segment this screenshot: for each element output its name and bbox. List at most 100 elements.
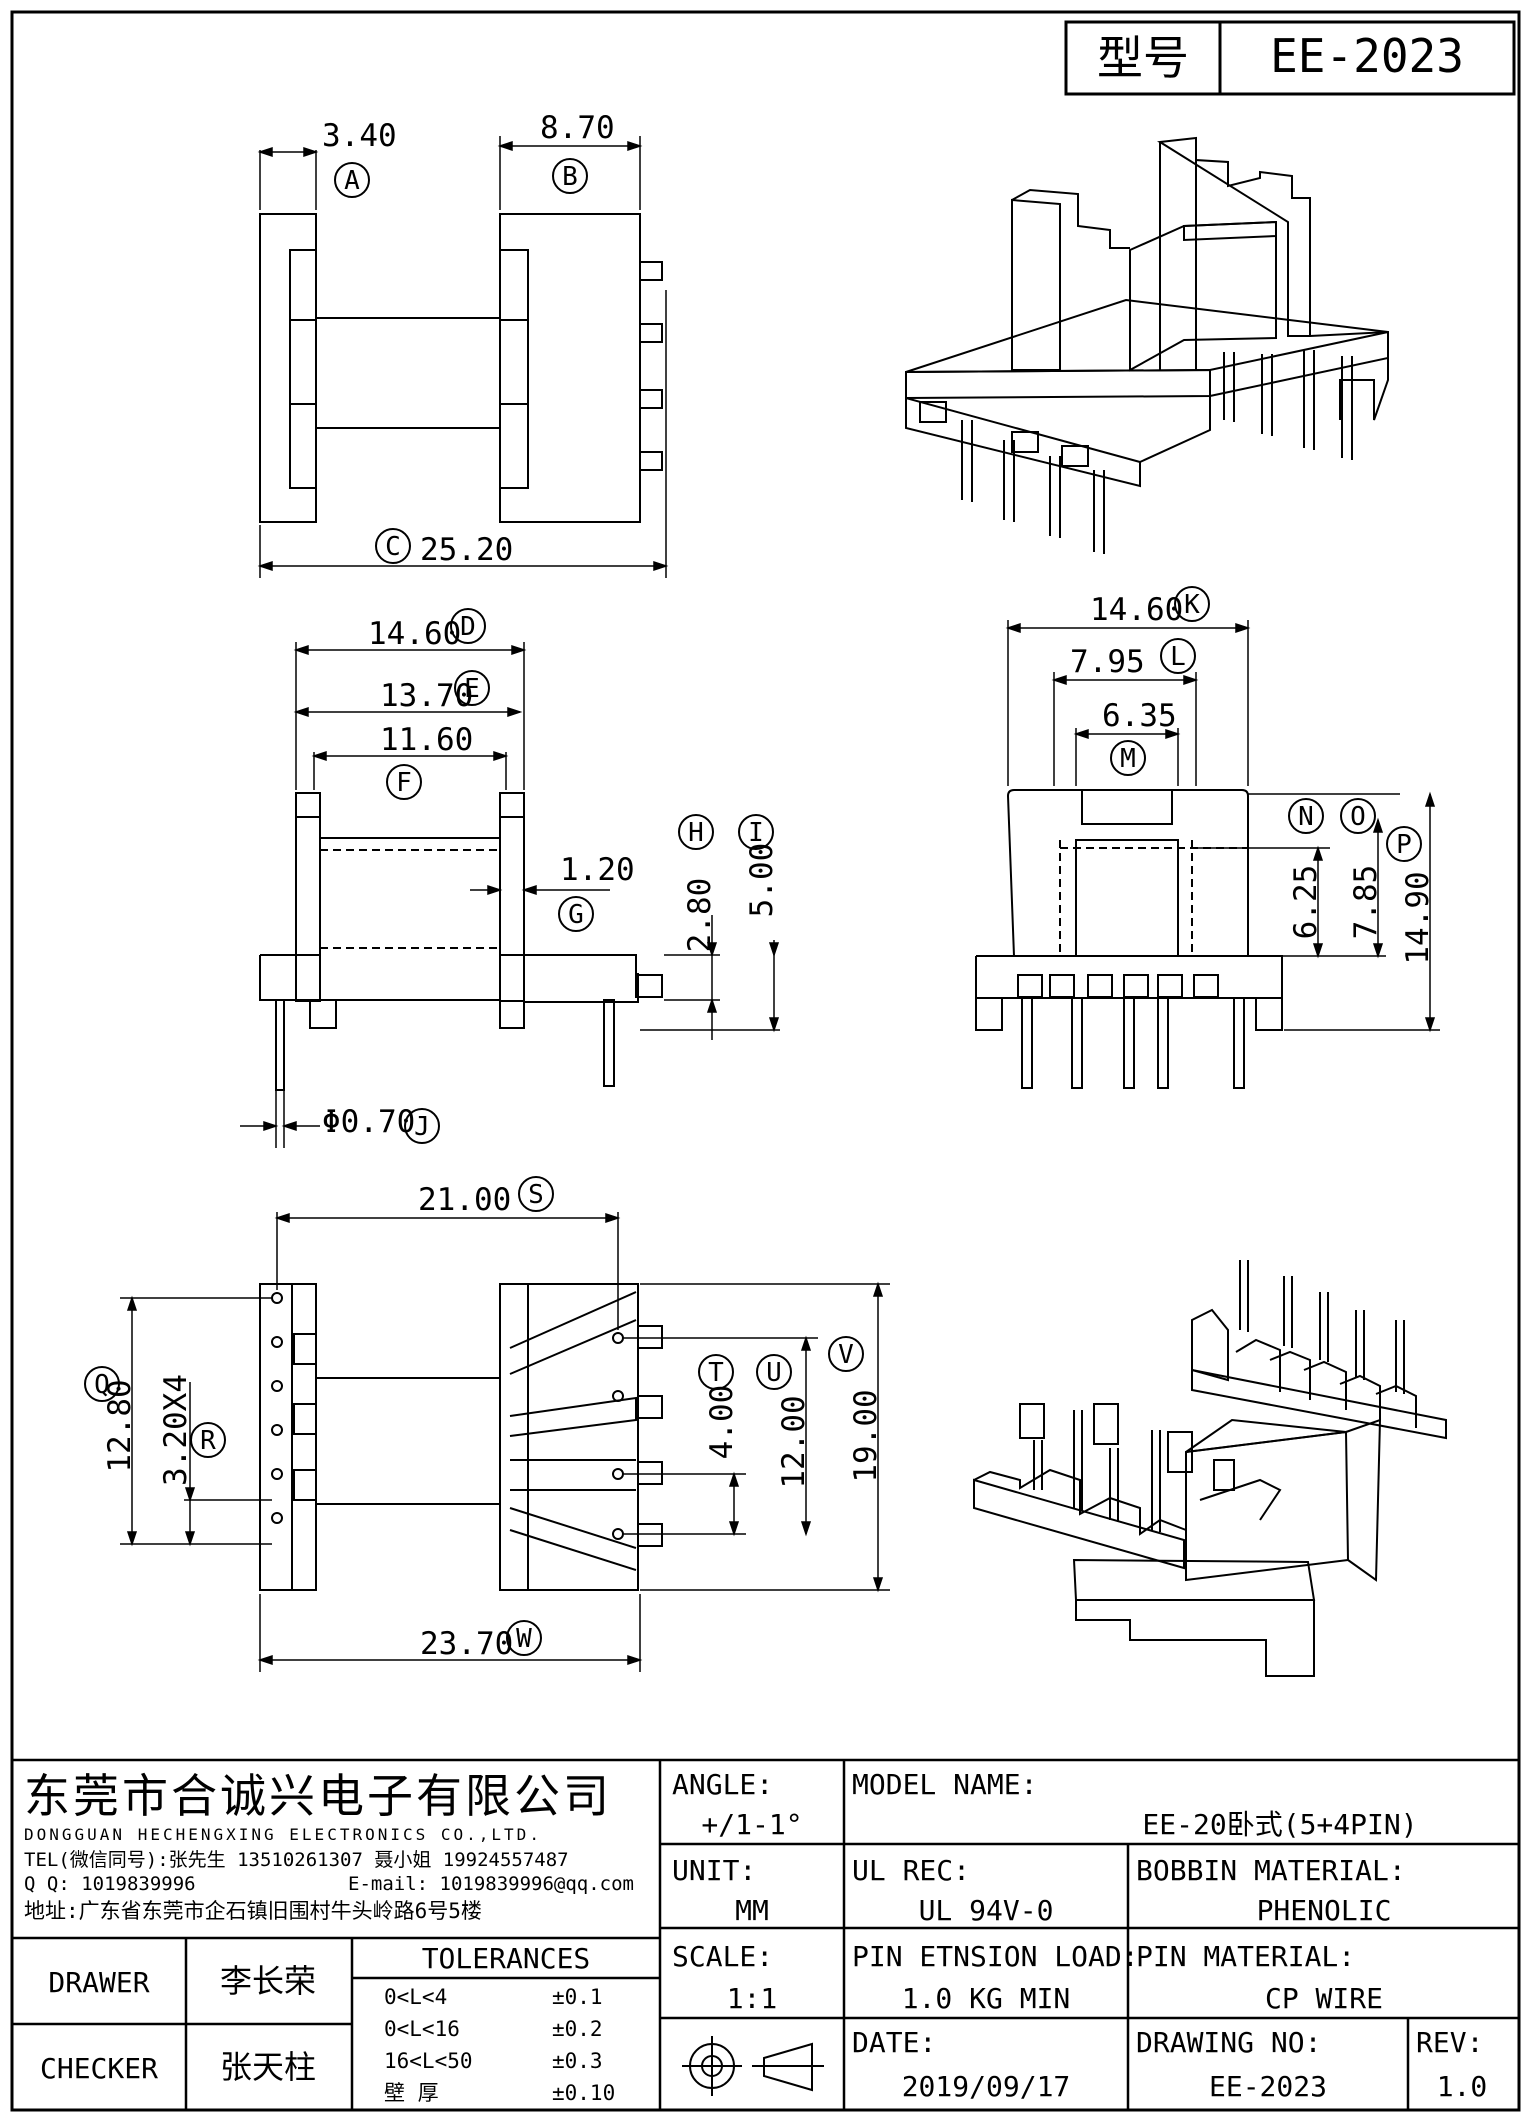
dim-L: 7.95: [1051, 644, 1199, 786]
dim-G: 1.20: [470, 852, 635, 896]
ul-label: UL REC:: [852, 1854, 970, 1887]
angle-value: +/1-1°: [701, 1808, 802, 1841]
marker-M-label: M: [1120, 744, 1136, 774]
company-name-cn: 东莞市合诚兴电子有限公司: [24, 1769, 612, 1823]
title-block: [12, 1758, 1519, 2110]
marker-W-label: W: [516, 1624, 532, 1654]
marker-O: O: [1340, 798, 1376, 834]
marker-I-label: I: [748, 818, 764, 848]
dim-H: 2.80: [664, 878, 720, 1040]
marker-O-label: O: [1350, 802, 1366, 832]
dim-V-value: 19.00: [848, 1389, 884, 1482]
marker-B-label: B: [562, 162, 578, 192]
dim-A: 3.40: [257, 118, 397, 210]
marker-N-label: N: [1298, 802, 1314, 832]
dim-B-value: 8.70: [540, 110, 615, 146]
dim-K-value: 14.60: [1090, 592, 1183, 628]
scale-label: SCALE:: [672, 1940, 773, 1973]
top-view: [259, 213, 663, 523]
marker-S-label: S: [528, 1180, 544, 1210]
marker-E: E: [454, 670, 490, 706]
marker-A-label: A: [344, 166, 360, 196]
angle-label: ANGLE:: [672, 1768, 773, 1801]
dim-F: 11.60: [311, 722, 509, 790]
marker-J-label: J: [414, 1112, 430, 1142]
dim-L-value: 7.95: [1070, 644, 1145, 680]
pin-load-label: PIN ETNSION LOAD:: [852, 1940, 1139, 1973]
dim-R-value: 3.20X4: [158, 1374, 194, 1486]
date-value: 2019/09/17: [902, 2070, 1071, 2103]
marker-Q-label: Q: [94, 1370, 110, 1400]
dim-M-value: 6.35: [1102, 698, 1177, 734]
marker-D-label: D: [460, 612, 476, 642]
dim-O-value: 7.85: [1348, 865, 1384, 940]
dim-O: 7.85: [1180, 793, 1400, 959]
marker-L: L: [1160, 638, 1196, 674]
side-view: [975, 789, 1283, 1089]
dim-U-value: 12.00: [776, 1395, 812, 1488]
drawing-no-label: DRAWING NO:: [1136, 2026, 1321, 2059]
bobbin-label: BOBBIN MATERIAL:: [1136, 1854, 1406, 1887]
dim-S-value: 21.00: [418, 1182, 511, 1218]
dim-C: 25.20: [257, 290, 669, 578]
marker-F: F: [386, 764, 422, 800]
marker-U: U: [756, 1354, 792, 1390]
marker-P: P: [1386, 826, 1422, 862]
marker-G-label: G: [568, 900, 584, 930]
dim-K: 14.60: [1005, 592, 1251, 786]
pin-load-value: 1.0 KG MIN: [902, 1982, 1071, 2015]
dim-W-value: 23.70: [420, 1626, 513, 1662]
marker-B: B: [552, 158, 588, 194]
iso-view-upright: [905, 136, 1389, 554]
company-address: 地址:广东省东莞市企石镇旧围村牛头岭路6号5楼: [24, 1899, 482, 1923]
marker-R-label: R: [200, 1426, 216, 1456]
dim-E-value: 13.70: [380, 678, 473, 714]
marker-K: K: [1174, 586, 1210, 622]
unit-label: UNIT:: [672, 1854, 756, 1887]
tol-value-1: ±0.2: [552, 2017, 603, 2041]
dim-D: 14.60: [293, 616, 527, 790]
marker-U-label: U: [766, 1358, 782, 1388]
tol-value-0: ±0.1: [552, 1985, 603, 2009]
dim-R: 3.20X4: [158, 1374, 272, 1547]
marker-H: H: [678, 814, 714, 850]
model-label: 型号: [1097, 31, 1189, 85]
tolerances-title: TOLERANCES: [422, 1942, 591, 1975]
marker-P-label: P: [1396, 830, 1412, 860]
tol-value-2: ±0.3: [552, 2049, 603, 2073]
tol-range-1: 0<L<16: [384, 2017, 460, 2041]
marker-C: C: [375, 528, 411, 564]
checker-label: CHECKER: [40, 2052, 158, 2085]
marker-M: M: [1110, 740, 1146, 776]
rev-label: REV:: [1416, 2026, 1483, 2059]
dim-H-value: 2.80: [682, 878, 718, 953]
marker-F-label: F: [396, 768, 412, 798]
drawing-no-value: EE-2023: [1209, 2070, 1327, 2103]
iso-view-flipped: [973, 1260, 1447, 1677]
tol-range-3: 壁 厚: [384, 2081, 439, 2105]
drawer-value: 李长荣: [220, 1962, 316, 2000]
date-label: DATE:: [852, 2026, 936, 2059]
marker-R: R: [190, 1422, 226, 1458]
bottom-view: [259, 1283, 663, 1591]
scale-value: 1:1: [727, 1982, 778, 2015]
marker-V: V: [828, 1336, 864, 1372]
dim-G-value: 1.20: [560, 852, 635, 888]
front-view: [259, 792, 663, 1091]
dim-Q-value: 12.80: [102, 1379, 138, 1472]
marker-S: S: [518, 1176, 554, 1212]
marker-D: D: [450, 608, 486, 644]
dim-J: Φ0.70: [240, 1090, 415, 1148]
marker-C-label: C: [385, 532, 401, 562]
model-name-value: EE-20卧式(5+4PIN): [1142, 1808, 1417, 1841]
dim-P-value: 14.90: [1400, 871, 1436, 964]
drawing-border: [10, 10, 1521, 2112]
marker-A: A: [334, 162, 370, 198]
tol-range-2: 16<L<50: [384, 2049, 473, 2073]
dim-D-value: 14.60: [368, 616, 461, 652]
dim-S: 21.00: [274, 1182, 621, 1330]
bobbin-value: PHENOLIC: [1257, 1894, 1392, 1927]
dim-J-value: Φ0.70: [322, 1104, 415, 1140]
company-name-en: DONGGUAN HECHENGXING ELECTRONICS CO.,LTD…: [24, 1825, 542, 1844]
